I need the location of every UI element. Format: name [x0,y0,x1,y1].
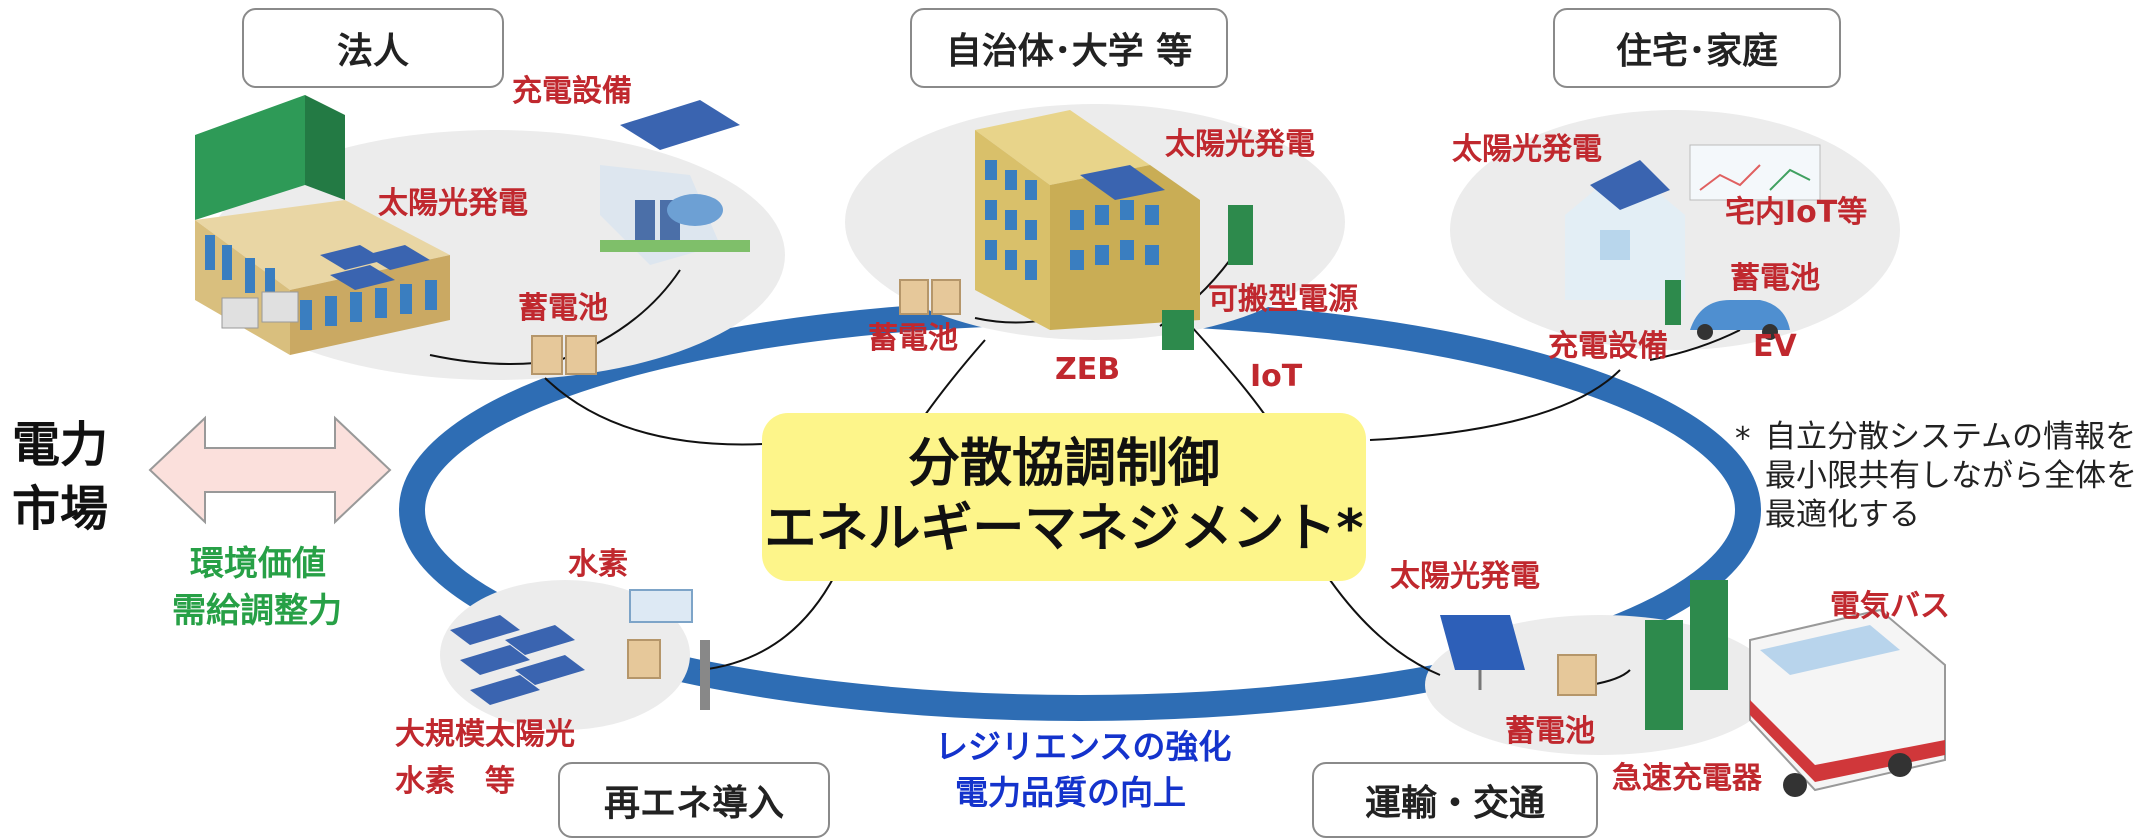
footnote-line3: 最適化する [1765,497,1920,533]
home-iot-label: 宅内IoT等 [1725,195,1868,230]
hydrogen-tank-icon [627,589,710,710]
renew-large-solar-label: 大規模太陽光 [395,717,575,752]
power-market-line2: 市場 [12,481,109,537]
category-municipal: 自治体･大学 等 [910,8,1228,88]
category-renewable: 再エネ導入 [558,762,830,838]
home-charging-label: 充電設備 [1548,329,1668,364]
category-home-label: 住宅･家庭 [1615,31,1778,72]
house-icon [1565,160,1685,300]
category-transport: 運輸・交通 [1312,762,1598,838]
category-corporate: 法人 [242,8,504,88]
solar-farm-icon [450,615,585,705]
trans-battery-label: 蓄電池 [1505,714,1595,749]
category-home: 住宅･家庭 [1553,8,1841,88]
solar-panel-icon [320,245,430,290]
home-ev-label: EV [1753,329,1797,364]
university-building-icon [975,110,1200,330]
portable-power-icon [1162,205,1253,350]
fast-charger-icon [1645,580,1728,730]
ev-charger-icon [600,100,750,265]
corp-solar-label: 太陽光発電 [378,186,528,221]
ev-car-icon [1690,300,1790,340]
category-corporate-label: 法人 [336,31,409,72]
trans-bus-label: 電気バス [1830,589,1950,624]
power-market-line1: 電力 [12,417,109,473]
renew-hydrogen-etc-label: 水素 等 [395,764,515,799]
renew-hydrogen-label: 水素 [568,547,628,582]
home-battery-label: 蓄電池 [1730,261,1820,296]
center-title-box: 分散協調制御 エネルギーマネジメント* [762,413,1366,581]
muni-portable-label: 可搬型電源 [1208,282,1358,317]
air-conditioner-icon [221,291,299,329]
muni-iot-label: IoT [1250,359,1303,394]
home-solar-label: 太陽光発電 [1452,132,1602,167]
category-renewable-label: 再エネ導入 [603,783,784,824]
trans-solar-label: 太陽光発電 [1390,559,1540,594]
supply-demand-adjustment: 需給調整力 [172,591,342,631]
category-municipal-label: 自治体･大学 等 [945,31,1193,72]
battery-icon [1557,654,1597,696]
power-quality-text: 電力品質の向上 [955,773,1186,812]
footnote-mark: * [1735,421,1751,457]
home-charger-icon [1665,280,1681,325]
resilience-text: レジリエンスの強化 [935,727,1232,766]
muni-zeb-label: ZEB [1055,352,1121,387]
solar-panel-icon [1440,615,1525,690]
center-title-line1: 分散協調制御 [907,434,1220,494]
corp-charging-label: 充電設備 [512,74,632,109]
footnote-line1: 自立分散システムの情報を [1765,419,2137,455]
home-monitor-icon [1689,144,1821,201]
center-title-line2: エネルギーマネジメント* [764,499,1364,559]
corp-battery-label: 蓄電池 [518,291,608,326]
battery-icon [531,335,597,375]
muni-solar-label: 太陽光発電 [1165,127,1315,162]
double-arrow-icon [148,415,392,525]
environmental-value: 環境価値 [190,544,326,584]
battery-icon [899,279,961,315]
footnote-line2: 最小限共有しながら全体を [1765,458,2137,494]
bus-icon [1749,608,1946,797]
trans-fast-charger-label: 急速充電器 [1612,761,1762,796]
category-transport-label: 運輸・交通 [1364,783,1545,824]
muni-battery-label: 蓄電池 [868,321,958,356]
